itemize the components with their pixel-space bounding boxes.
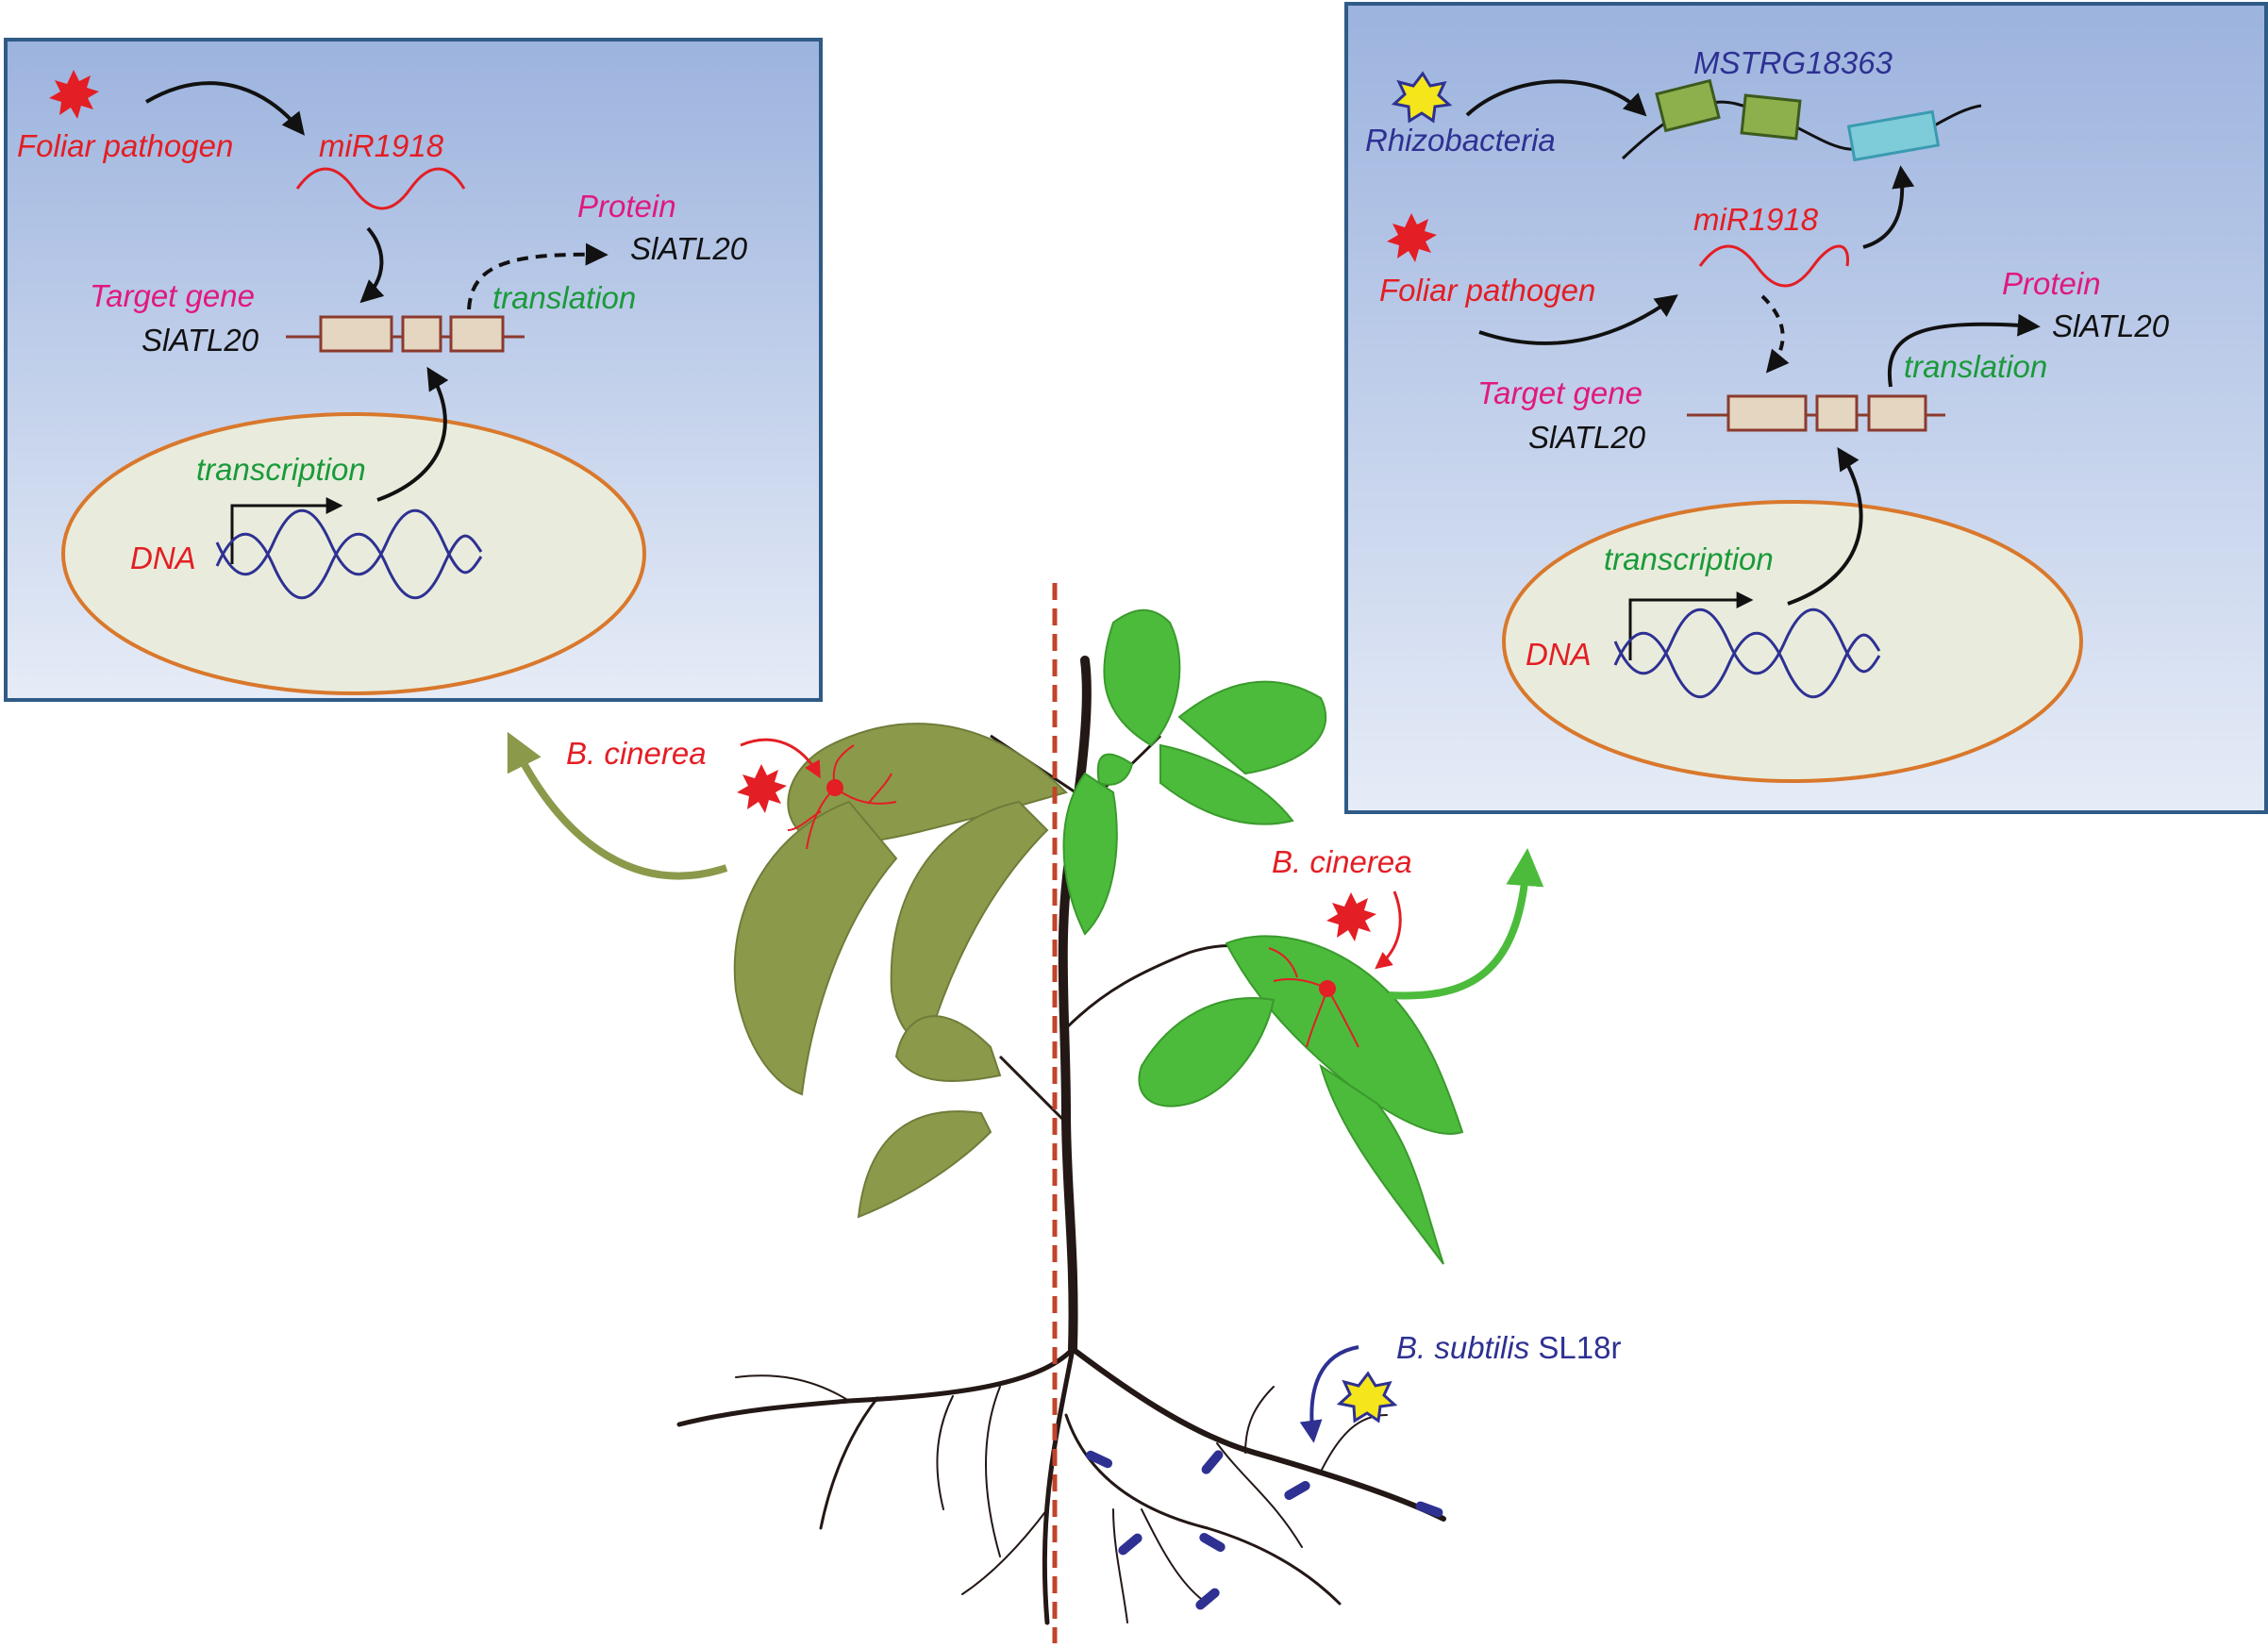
target-gene-structure [286,315,525,353]
dna-label: DNA [130,541,196,575]
protein-name: SlATL20 [630,231,748,266]
lncrna-exon-3 [1846,109,1941,162]
b-cinerea-star-icon-left [737,764,787,813]
exon-1-right [1726,394,1808,432]
lncrna-exon-1 [1655,78,1721,133]
mirna-wave-right [1698,244,1850,288]
translation-label-right: translation [1904,349,2047,384]
lncrna-exon-2 [1740,93,1802,141]
bacteria-group [1085,1450,1443,1610]
mirna-to-target-dashed-arrow [1760,294,1790,374]
bacterium-icon [1085,1450,1113,1469]
infection-left [787,744,897,850]
leaf-olive-left [733,800,898,1096]
right-panel: Rhizobacteria MSTRG18363 Foliar pathogen… [1344,2,2268,814]
target-gene-structure-right [1687,394,1945,432]
leaf-green-infected [1225,935,1464,1135]
dna-label-right: DNA [1526,637,1592,672]
bacterium-icon [1118,1533,1142,1556]
translation-label: translation [492,280,636,315]
leaf-olive-small-1 [894,1015,1002,1082]
bacterium-icon [1199,1533,1226,1552]
mirna-label: miR1918 [319,128,444,163]
leaf-green-top [1103,608,1181,747]
foliar-pathogen-label: Foliar pathogen [17,128,233,163]
leaves-right-green [1062,608,1464,1265]
b-subtilis-species: B. subtilis [1396,1330,1529,1365]
dna-helix [215,509,483,599]
leaf-olive-middle [890,800,1049,1041]
b-cinerea-label-left: B. cinerea [566,736,707,771]
mirna-to-target-arrow [359,226,385,304]
mirna-to-lncrna-arrow [1862,165,1915,249]
translation-arrow-right [1887,313,2041,388]
pathogen-to-mirna-arrow-right [1478,294,1678,345]
leaf-green-upper-right [1177,680,1327,775]
target-gene-label: Target gene [90,278,255,313]
b-cinerea-arrow-right [1375,891,1402,970]
exon-3-right [1867,394,1927,432]
tomato-plant [676,608,1464,1625]
mirna-label-right: miR1918 [1693,202,1819,237]
target-gene-name: SlATL20 [142,323,259,358]
leaf-green-small [1096,753,1134,786]
b-subtilis-arrow [1299,1345,1359,1443]
transcription-label: transcription [196,452,366,487]
pathogen-star-icon-right [1387,213,1437,262]
leaf-green-upper-right-2 [1159,743,1294,825]
exon-2 [401,315,442,353]
arrow-to-right-panel [1388,848,1544,1000]
rhizobacteria-label: Rhizobacteria [1365,123,1556,158]
infection-right [1268,947,1359,1048]
bacterium-icon [1284,1481,1310,1500]
root-system [676,1346,1446,1625]
arrow-to-left-panel [507,731,728,880]
protein-name-right: SlATL20 [2052,308,2170,343]
b-subtilis-star-icon [1336,1371,1398,1423]
pathogen-to-mirna-arrow [144,81,306,136]
nucleus-right [1502,500,2083,783]
stem [1058,656,1092,1354]
b-cinerea-label-right: B. cinerea [1272,844,1412,879]
protein-label-right: Protein [2002,266,2101,301]
leaf-green-center [1062,772,1118,936]
petiole-left-lower [998,1055,1068,1124]
mirna-wave [295,167,466,210]
left-panel: Foliar pathogen miR1918 Protein SlATL20 … [4,38,823,702]
dna-helix-right [1613,608,1881,698]
target-gene-label-right: Target gene [1477,375,1643,410]
b-subtilis-strain: SL18r [1529,1330,1621,1365]
bacterium-icon [1415,1501,1443,1518]
translation-dashed-arrow [467,242,609,310]
b-subtilis-label: B. subtilis SL18r [1396,1330,1621,1365]
protein-label: Protein [577,189,676,224]
b-cinerea-star-icon-right [1326,892,1376,941]
exon-1 [319,315,393,353]
b-cinerea-arrow-left [740,738,821,779]
target-gene-name-right: SlATL20 [1528,420,1646,455]
promoter-arrow [230,497,343,564]
lncrna-label: MSTRG18363 [1693,45,1893,80]
rhizobacteria-to-lncrna-arrow [1465,79,1647,117]
exon-3 [449,315,505,353]
leaf-green-lower-left [1138,997,1276,1107]
transcription-arrow [376,366,449,502]
transcription-label-right: transcription [1604,541,1774,576]
leaves-left-olive [733,723,1068,1219]
bacterium-icon [1201,1450,1224,1474]
bacterium-icon [1195,1588,1220,1610]
transcription-arrow-right [1787,446,1863,606]
exon-2-right [1815,394,1859,432]
nucleus [61,412,646,695]
pathogen-star-icon [49,70,99,119]
rhizobacteria-star-icon [1391,71,1453,124]
leaf-green-lower-tip [1319,1063,1444,1265]
leaf-olive-small-2 [857,1110,992,1219]
foliar-pathogen-label-right: Foliar pathogen [1379,273,1595,308]
